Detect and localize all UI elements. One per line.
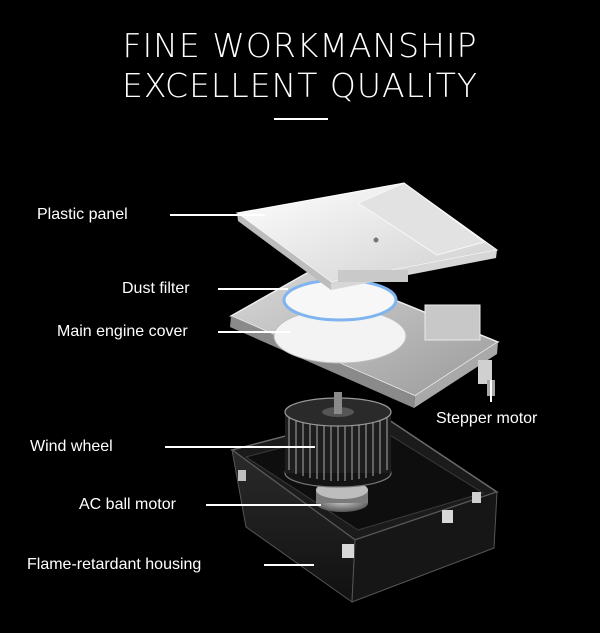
leader-dust-filter bbox=[218, 288, 288, 290]
label-stepper-motor: Stepper motor bbox=[436, 410, 538, 427]
leader-ac-ball-motor bbox=[206, 504, 321, 506]
plastic-panel bbox=[235, 182, 499, 290]
label-dust-filter: Dust filter bbox=[122, 280, 190, 297]
label-main-engine-cover: Main engine cover bbox=[57, 323, 188, 340]
leader-main-engine-cover bbox=[218, 331, 290, 333]
label-ac-ball-motor: AC ball motor bbox=[79, 496, 176, 513]
label-wind-wheel: Wind wheel bbox=[30, 438, 113, 455]
label-plastic-panel: Plastic panel bbox=[37, 206, 128, 223]
leader-wind-wheel bbox=[165, 446, 315, 448]
leader-flame-retardant-housing bbox=[264, 564, 314, 566]
headline-line-1: FINE WORKMANSHIP bbox=[122, 26, 478, 65]
wind-wheel bbox=[284, 392, 392, 488]
headline-line-2: EXCELLENT QUALITY bbox=[121, 66, 479, 105]
label-flame-retardant-housing: Flame-retardant housing bbox=[27, 556, 202, 573]
leader-plastic-panel bbox=[170, 214, 265, 216]
leader-stepper-motor bbox=[490, 380, 492, 402]
title-underline bbox=[274, 118, 328, 120]
